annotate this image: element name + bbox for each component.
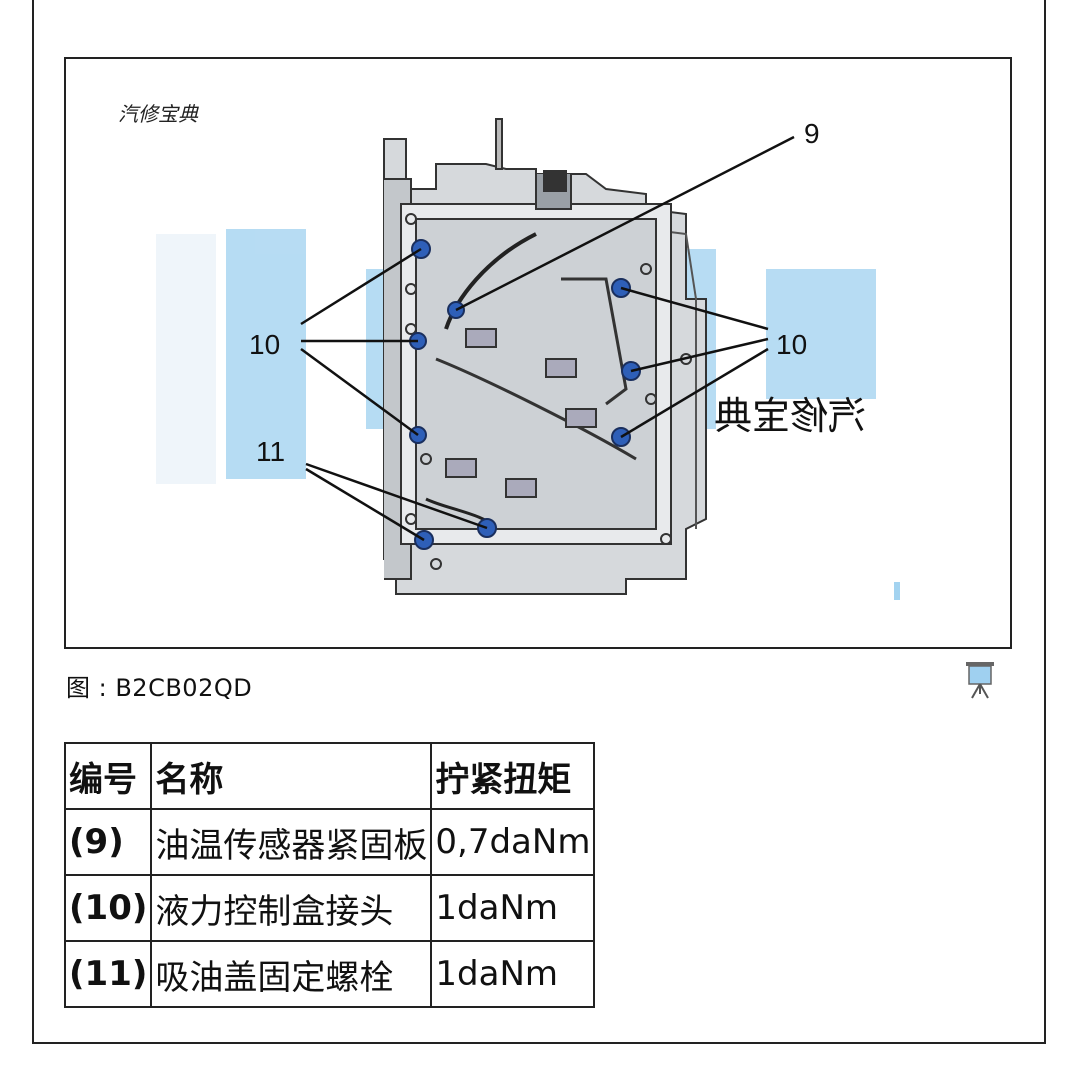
row-name: 油温传感器紧固板 — [150, 808, 433, 876]
row-number: (10) — [63, 874, 153, 942]
figure-caption: 图 : B2CB02QD — [66, 674, 253, 702]
header-name: 名称 — [150, 742, 433, 810]
page-frame — [32, 0, 1046, 1044]
presentation-board-icon[interactable] — [962, 660, 998, 700]
header-torque: 拧紧扭矩 — [430, 742, 596, 810]
row-torque: 1daNm — [430, 874, 596, 942]
callout-10-left: 10 — [249, 329, 280, 360]
leader-lines — [300, 135, 795, 542]
header-number: 编号 — [63, 742, 153, 810]
watermark-text-top: 汽修宝典 — [118, 102, 199, 126]
row-number: (11) — [63, 940, 153, 1008]
row-number: (9) — [63, 808, 153, 876]
row-torque: 1daNm — [430, 940, 596, 1008]
row-name: 吸油盖固定螺栓 — [150, 940, 433, 1008]
table-row: (11) 吸油盖固定螺栓 1daNm — [63, 940, 596, 1008]
torque-spec-table: 编号 名称 拧紧扭矩 (9) 油温传感器紧固板 0,7daNm (10) 液力控… — [63, 742, 596, 1008]
watermark-text-mirrored: 汽修宝典 — [714, 394, 866, 438]
table-row: (10) 液力控制盒接头 1daNm — [63, 874, 596, 942]
callout-11: 11 — [256, 436, 285, 467]
figure-drawing: 9 10 10 11 汽修宝典 汽修宝典 — [118, 102, 900, 600]
row-name: 液力控制盒接头 — [150, 874, 433, 942]
transmission-body — [383, 118, 707, 595]
table-row: (9) 油温传感器紧固板 0,7daNm — [63, 808, 596, 876]
hydraulic-control-box-figure: 9 10 10 11 汽修宝典 汽修宝典 — [64, 57, 1012, 649]
small-watermark-mark — [894, 582, 900, 600]
table-header-row: 编号 名称 拧紧扭矩 — [63, 742, 596, 810]
callout-10-right: 10 — [776, 329, 807, 360]
callout-9: 9 — [804, 118, 820, 149]
row-torque: 0,7daNm — [430, 808, 596, 876]
